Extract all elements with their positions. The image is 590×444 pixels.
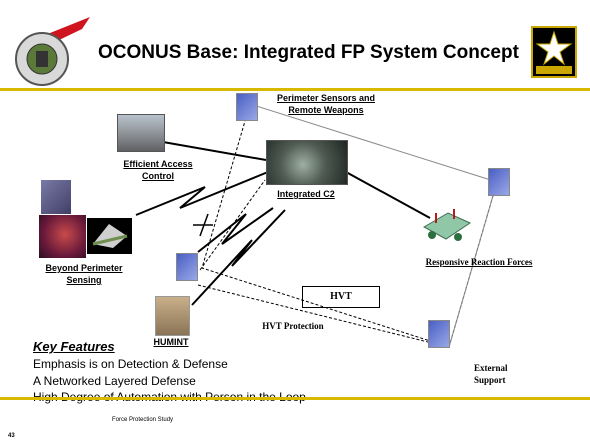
humint-person-icon [155,296,190,336]
label-humint: HUMINT [153,337,189,347]
label-hvt-protection: HVT Protection [262,321,324,331]
satellite-image-icon [41,180,71,214]
key-features-heading: Key Features [33,339,115,354]
sensing-map-icon [39,215,86,258]
sensor-icon [428,320,450,348]
label-responsive-forces: Responsive Reaction Forces [425,257,533,267]
c2-room-photo [266,140,348,185]
label-integrated-c2: Integrated C2 [277,189,335,199]
footer-divider [0,397,590,400]
sensor-icon [236,93,258,121]
sensor-icon [488,168,510,196]
label-beyond-perimeter: Beyond Perimeter Sensing [45,263,123,285]
label-perimeter-sensors: Perimeter Sensors and Remote Weapons [276,93,376,115]
label-external-support: External Support [474,363,508,385]
hvt-box: HVT [302,286,380,308]
key-feature-item: A Networked Layered Defense [33,374,196,388]
sensor-icon [176,253,198,281]
header-divider [0,88,590,91]
force-protection-logo [12,15,90,89]
page-title: OCONUS Base: Integrated FP System Concep… [98,42,519,63]
reaction-force-vehicle-icon [418,205,474,245]
footer-text: Force Protection Study [112,417,174,423]
access-control-photo [117,114,165,152]
label-efficient-access: Efficient Access Control [123,159,193,181]
uav-icon [87,218,132,254]
key-feature-item: Emphasis is on Detection & Defense [33,357,228,371]
us-army-logo [531,26,577,78]
page-number: 43 [8,433,15,439]
